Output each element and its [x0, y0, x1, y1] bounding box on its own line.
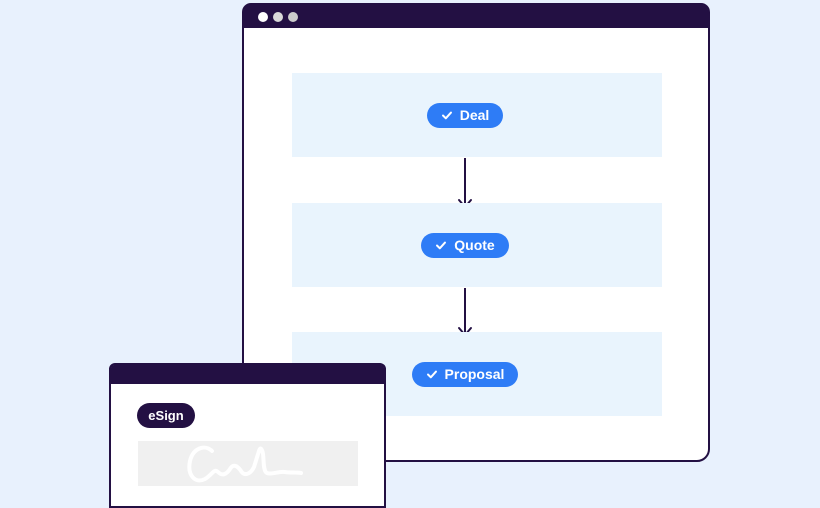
proposal-button-label: Proposal: [444, 366, 505, 382]
esign-browser-window: eSign: [109, 363, 386, 508]
deal-button-label: Deal: [459, 107, 490, 123]
proposal-button[interactable]: Proposal: [411, 361, 519, 387]
window-control-dot-icon[interactable]: [258, 11, 268, 22]
quote-button[interactable]: Quote: [421, 232, 509, 258]
deal-button[interactable]: Deal: [426, 102, 504, 128]
signature-scribble-icon: [138, 441, 358, 486]
step-band-deal: Deal: [292, 73, 662, 157]
window-titlebar: [111, 365, 384, 384]
signature-field[interactable]: [138, 441, 358, 486]
check-icon: [435, 239, 447, 251]
esign-badge-label: eSign: [148, 408, 184, 423]
esign-badge: eSign: [137, 403, 195, 428]
quote-button-label: Quote: [454, 237, 495, 253]
window-titlebar: [244, 5, 708, 28]
window-control-dot-icon[interactable]: [288, 11, 298, 22]
window-control-dot-icon[interactable]: [273, 11, 283, 22]
check-icon: [426, 368, 438, 380]
check-icon: [441, 109, 453, 121]
step-band-quote: Quote: [292, 203, 662, 287]
